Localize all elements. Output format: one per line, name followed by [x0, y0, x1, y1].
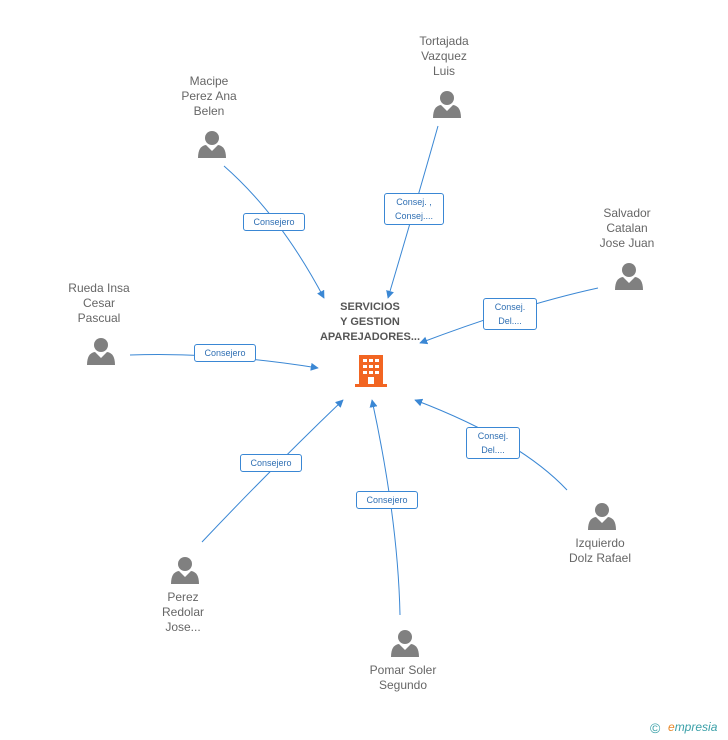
edge-role-text: Consejero — [204, 348, 246, 358]
person-name-line: Pascual — [77, 311, 121, 325]
person-icon[interactable] — [587, 502, 617, 532]
person-name-line: Salvador — [603, 206, 651, 220]
edge-role-text: Consej. — [477, 431, 509, 441]
person-icon[interactable] — [614, 262, 644, 292]
person-icon[interactable] — [390, 629, 420, 659]
edge-role-text: Del.... — [481, 445, 505, 455]
company-name-line: SERVICIOS — [340, 301, 400, 313]
person-icon[interactable] — [197, 130, 227, 160]
edge-role-text: Consejero — [250, 458, 292, 468]
edge-role-label[interactable]: Consej. Del.... — [466, 427, 520, 459]
person-name-line: Luis — [432, 64, 455, 78]
edge-line — [369, 399, 401, 616]
person-name-line: Macipe — [189, 74, 229, 88]
edge-role-label[interactable]: Consej. , Consej.... — [384, 193, 444, 225]
company-name[interactable]: SERVICIOS Y GESTION APAREJADORES... — [305, 300, 435, 345]
edge-line — [223, 165, 325, 299]
person-name-line: Vazquez — [421, 49, 467, 63]
company-name-line: APAREJADORES... — [319, 331, 421, 343]
person-name-line: Segundo — [378, 678, 428, 692]
edge-role-label[interactable]: Consej. Del.... — [483, 298, 537, 330]
edge-role-label[interactable]: Consejero — [356, 491, 418, 509]
person-name-line: Izquierdo — [575, 536, 625, 550]
copyright-icon: © — [650, 720, 661, 736]
person-name-line: Catalan — [606, 221, 648, 235]
person-name-line: Tortajada — [419, 34, 469, 48]
person-name-line: Redolar — [161, 605, 205, 619]
person-name-line: Perez Ana — [181, 89, 237, 103]
edge-role-label[interactable]: Consejero — [243, 213, 305, 231]
person-icon[interactable] — [170, 556, 200, 586]
brand-rest: mpresia — [674, 720, 718, 734]
person-name-line: Cesar — [82, 296, 115, 310]
person-icon[interactable] — [86, 337, 116, 367]
person-icon[interactable] — [432, 90, 462, 120]
edge-role-text: Consej. — [494, 302, 526, 312]
building-icon[interactable] — [354, 355, 388, 387]
person-name-line: Jose Juan — [599, 236, 655, 250]
edge-role-label[interactable]: Consejero — [240, 454, 302, 472]
edge-role-label[interactable]: Consejero — [194, 344, 256, 362]
person-name-line: Jose... — [165, 620, 201, 634]
person-name-line: Belen — [193, 104, 225, 118]
person-name-line: Dolz Rafael — [568, 551, 632, 565]
person-name-line: Rueda Insa — [68, 281, 130, 295]
person-name-line: Perez — [167, 590, 199, 604]
edge-role-text: Consej.... — [394, 211, 434, 221]
brand-initial: e — [668, 720, 675, 734]
person-name-line: Pomar Soler — [369, 663, 437, 677]
edge-role-text: Consej. , — [396, 197, 432, 207]
company-name-line: Y GESTION — [340, 316, 400, 328]
empresia-logo[interactable]: empresia — [668, 720, 717, 734]
edge-role-text: Consejero — [366, 495, 408, 505]
edge-role-text: Del.... — [498, 316, 522, 326]
edge-role-text: Consejero — [253, 217, 295, 227]
